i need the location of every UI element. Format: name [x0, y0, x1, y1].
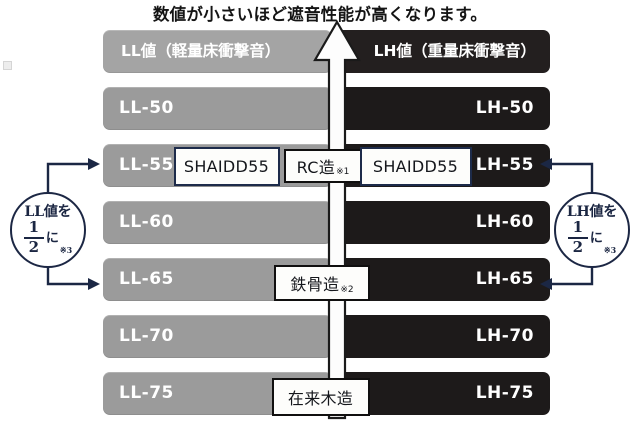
fraction-denominator: 2 — [28, 237, 40, 256]
lh-bar-label: LH-75 — [475, 383, 534, 403]
ll-bar-label: LL-75 — [119, 383, 174, 403]
ll-bar: LL-50 — [103, 87, 332, 130]
lh-bar: LH-60 — [332, 201, 550, 244]
lh-bar: LH-50 — [332, 87, 550, 130]
fraction-one-half: 1 2 — [567, 217, 588, 256]
callout-note: ※3 — [603, 245, 617, 256]
fraction-one-half: 1 2 — [23, 217, 44, 256]
tag-label: SHAIDD55 — [372, 157, 459, 176]
ll-bar: LL値（軽量床衝撃音） — [103, 30, 332, 73]
ll-bar-label: LL値（軽量床衝撃音） — [121, 42, 281, 60]
diagram-title: 数値が小さいほど遮音性能が高くなります。 — [152, 5, 488, 24]
tag-label: SHAIDD55 — [183, 157, 270, 176]
callout-heading: LL値を — [24, 203, 72, 220]
lh-bar-label: LH-55 — [475, 155, 534, 175]
tag-label: 在来木造 — [287, 389, 354, 408]
tag-label: RC造 — [296, 158, 336, 177]
tag-steel-frame-construction: 鉄骨造 ※2 — [274, 265, 370, 301]
callout-note: ※3 — [59, 245, 73, 256]
fraction-numerator: 1 — [572, 217, 584, 236]
edge-artifact — [3, 61, 12, 70]
ll-bar: LL-70 — [103, 315, 332, 358]
fraction-denominator: 2 — [572, 237, 584, 256]
lh-bar: LH-70 — [332, 315, 550, 358]
fraction-rule — [23, 236, 44, 239]
tag-shaidd55-left: SHAIDD55 — [174, 147, 280, 186]
lh-bar-label: LH値（重量床衝撃音） — [373, 42, 536, 60]
fraction-numerator: 1 — [28, 217, 40, 236]
ll-bar-label: LL-70 — [119, 326, 174, 346]
callout-suffix: に — [589, 231, 603, 246]
lh-bar-label: LH-65 — [475, 269, 534, 289]
callout-ll-halved: LL値を 1 2 に ※3 — [10, 192, 86, 268]
tag-wood-construction: 在来木造 — [272, 378, 370, 416]
lh-bar-label: LH-60 — [475, 212, 534, 232]
tag-label: 鉄骨造 — [290, 275, 340, 294]
ll-bar-label: LL-55 — [119, 155, 174, 175]
lh-bar-label: LH-70 — [475, 326, 534, 346]
ll-bar: LL-60 — [103, 201, 332, 244]
fraction-rule — [567, 236, 588, 239]
tag-rc-construction: RC造 ※1 — [284, 149, 362, 183]
ll-bar-label: LL-50 — [119, 98, 174, 118]
callout-lh-halved: LH値を 1 2 に ※3 — [554, 192, 630, 268]
ll-bar-label: LL-60 — [119, 212, 174, 232]
lh-bar-label: LH-50 — [475, 98, 534, 118]
lh-bar: LH値（重量床衝撃音） — [332, 30, 550, 73]
tag-shaidd55-right: SHAIDD55 — [360, 147, 472, 186]
ll-bar-label: LL-65 — [119, 269, 174, 289]
callout-suffix: に — [45, 231, 59, 246]
tag-note: ※1 — [336, 167, 350, 177]
callout-heading: LH値を — [566, 203, 618, 220]
tag-note: ※2 — [340, 285, 354, 295]
